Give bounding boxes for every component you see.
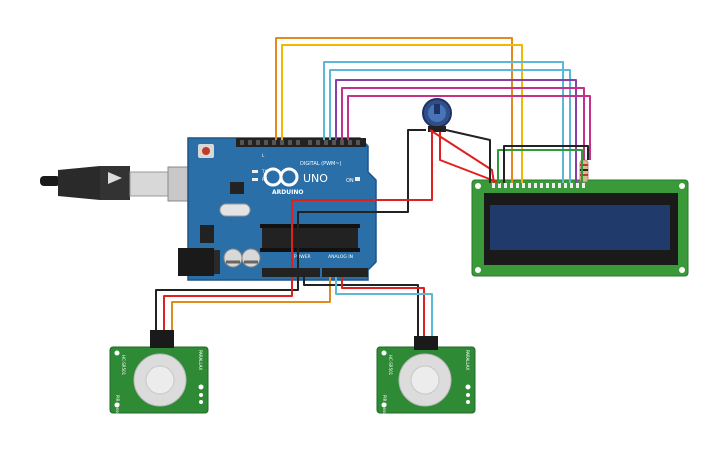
analog-header: [322, 268, 368, 277]
atmega-chip: [262, 228, 358, 248]
rx-label: RX: [262, 177, 268, 182]
digital-header: [236, 138, 366, 147]
wire-red: [429, 129, 495, 184]
lcd-screen: [490, 205, 670, 250]
wire-magenta: [347, 95, 591, 160]
on-led-label: ON: [346, 178, 354, 184]
lcd-pins: [492, 183, 585, 188]
model-label: UNO: [303, 172, 328, 185]
usb-icon: [108, 172, 122, 184]
wire-orange: [171, 277, 331, 332]
wire-black: [445, 129, 491, 183]
wire-black: [303, 277, 419, 340]
wire-blue: [323, 61, 564, 183]
l-label: L: [262, 153, 265, 158]
power-jack: [178, 248, 214, 276]
wires: [155, 37, 591, 340]
digital-pins: [240, 140, 360, 145]
pir-label-right: PARALLAX: [198, 350, 203, 371]
wire-orange: [275, 37, 513, 183]
lcd-display: [471, 179, 689, 277]
voltage-regulator: [200, 225, 214, 243]
small-chip: [230, 182, 244, 194]
pir-label-left: HC-SR501: [121, 355, 126, 376]
wire-red: [163, 277, 293, 332]
wire-black: [155, 277, 299, 332]
pir-sensor: HC-SR501 PARALLAX PIR Sensor: [376, 336, 476, 417]
wire-red: [439, 132, 501, 184]
wire-black: [503, 145, 589, 183]
wire-blue: [329, 69, 571, 183]
tx-label: TX: [261, 169, 267, 174]
arduino-board: DIGITAL (PWM~) ARDUINO UNO ON TX RX L: [178, 137, 377, 281]
crystal: [219, 203, 251, 217]
analog-label: ANALOG IN: [328, 254, 353, 260]
wire-red: [341, 277, 425, 340]
potentiometer[interactable]: [422, 98, 452, 132]
wire-yellow: [281, 44, 523, 183]
power-header: [262, 268, 320, 277]
wire-purple: [335, 79, 577, 183]
wire-black: [297, 129, 426, 268]
brand-label: ARDUINO: [272, 189, 303, 196]
arduino-logo: ARDUINO: [263, 167, 303, 196]
power-label: POWER: [294, 254, 311, 260]
capacitor: [241, 248, 261, 268]
pir-label-left: HC-SR501: [388, 355, 393, 376]
pir-label-bottom: PIR Sensor: [382, 395, 387, 417]
wire-blue: [335, 277, 433, 340]
pir-label-right: PARALLAX: [465, 350, 470, 371]
wire-green: [497, 149, 583, 183]
wire-magenta: [341, 87, 585, 160]
capacitor: [223, 248, 243, 268]
digital-label: DIGITAL (PWM~): [300, 161, 342, 167]
pir-label-bottom: PIR Sensor: [115, 395, 120, 417]
wire-red: [291, 130, 433, 268]
pir-sensor: HC-SR501 PARALLAX PIR Sensor: [109, 330, 209, 417]
